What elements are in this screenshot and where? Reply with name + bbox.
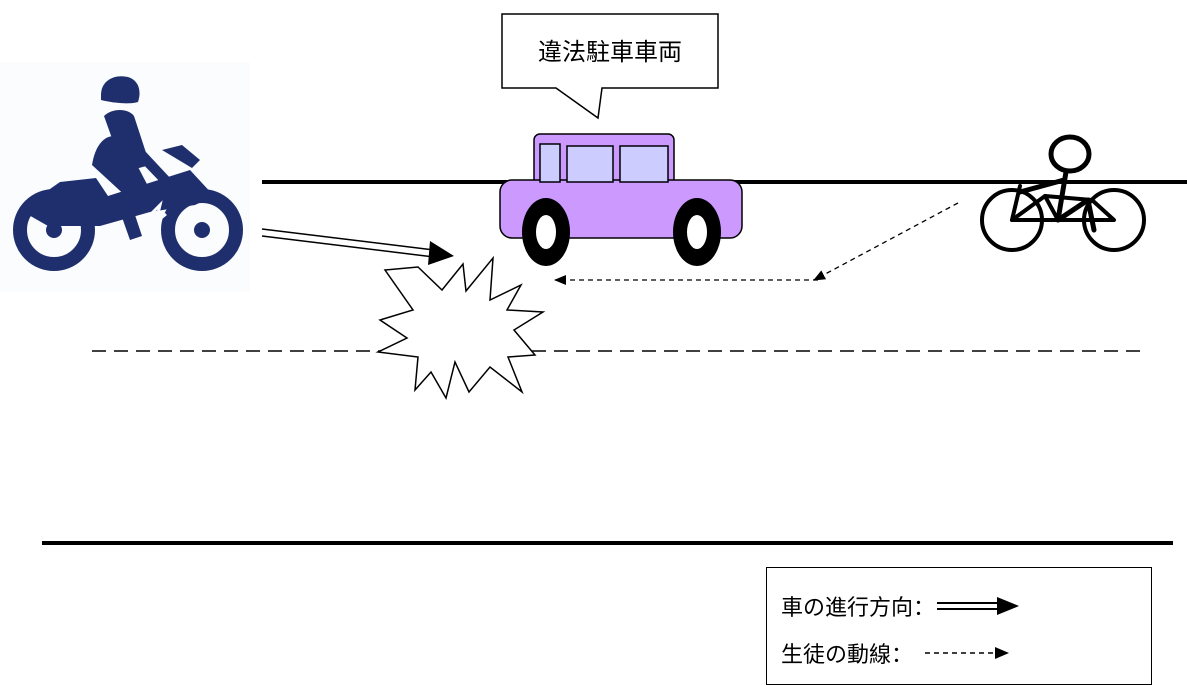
parked-car [499, 133, 743, 266]
illegal-parking-callout: 違法駐車車両 [501, 13, 719, 120]
dashed-arrow-icon [925, 647, 1010, 659]
legend-vehicle-direction-label: 車の進行方向： [781, 596, 936, 621]
callout-text: 違法駐車車両 [538, 38, 682, 66]
motorcycle-icon [0, 62, 250, 292]
car-window [566, 145, 614, 183]
student-path-arrows [554, 202, 959, 285]
double-arrow-icon [937, 597, 1020, 615]
motorcycle-direction-arrow [261, 228, 454, 265]
legend-box: 車の進行方向： 生徒の動線： [766, 567, 1152, 685]
bicycle-rider-icon [980, 134, 1146, 252]
legend-student-path-label: 生徒の動線： [781, 643, 914, 668]
collision-starburst [375, 255, 546, 400]
car-window [619, 145, 669, 183]
car-window [539, 143, 561, 183]
legend-row-vehicle-direction: 車の進行方向： [781, 591, 1025, 621]
legend-row-student-path: 生徒の動線： [781, 638, 1015, 668]
